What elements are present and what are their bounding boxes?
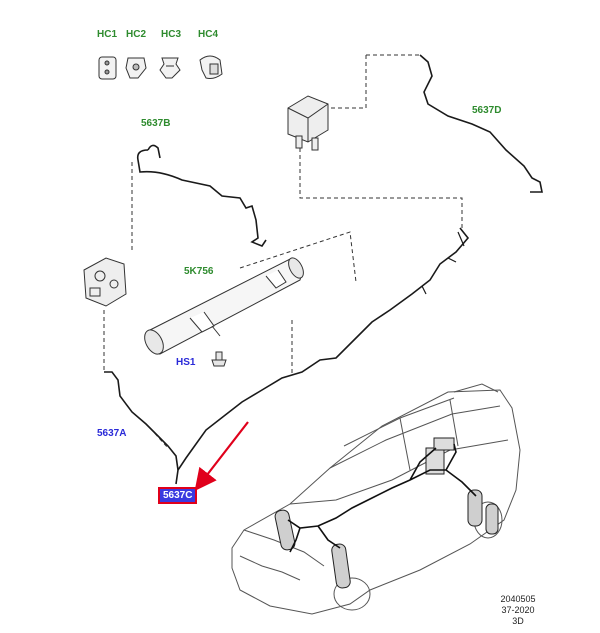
reference-line-1: 2040505 [500,594,536,604]
valve-block-icon [287,95,329,151]
pipe-5637b-end [147,144,161,159]
reservoir-tank-icon [144,257,304,355]
pointer-arrow [194,421,249,491]
air-spring-icons [274,437,499,589]
hc2-clip-icon [125,57,147,79]
compressor-icon [83,257,127,307]
label-hs1: HS1 [176,357,196,368]
leader-lines [103,54,463,449]
label-hc2: HC2 [126,29,147,40]
label-5637b: 5637B [141,118,171,129]
hc3-clip-icon [159,57,181,79]
reference-code: 2040505 37-2020 3D [490,594,546,627]
label-hc1: HC1 [97,29,118,40]
pipe-5637c-loop [421,231,465,295]
pipe-5637b [136,149,267,247]
pipe-5637a [104,371,179,471]
reference-line-3: 3D [512,616,524,626]
label-5637a: 5637A [97,428,127,439]
label-hc3: HC3 [161,29,182,40]
label-5637c-highlighted[interactable]: 5637C [158,487,198,504]
reference-line-2: 37-2020 [501,605,535,615]
hc1-clip-icon [98,56,117,80]
hs1-screw-icon [211,351,227,367]
hc4-clip-icon [199,55,223,79]
label-5k756: 5K756 [184,266,214,277]
pipe-5637d [419,54,543,193]
pipe-5637c [175,227,470,485]
label-5637d: 5637D [472,105,502,116]
vehicle-harness [287,443,477,553]
label-hc4: HC4 [198,29,219,40]
